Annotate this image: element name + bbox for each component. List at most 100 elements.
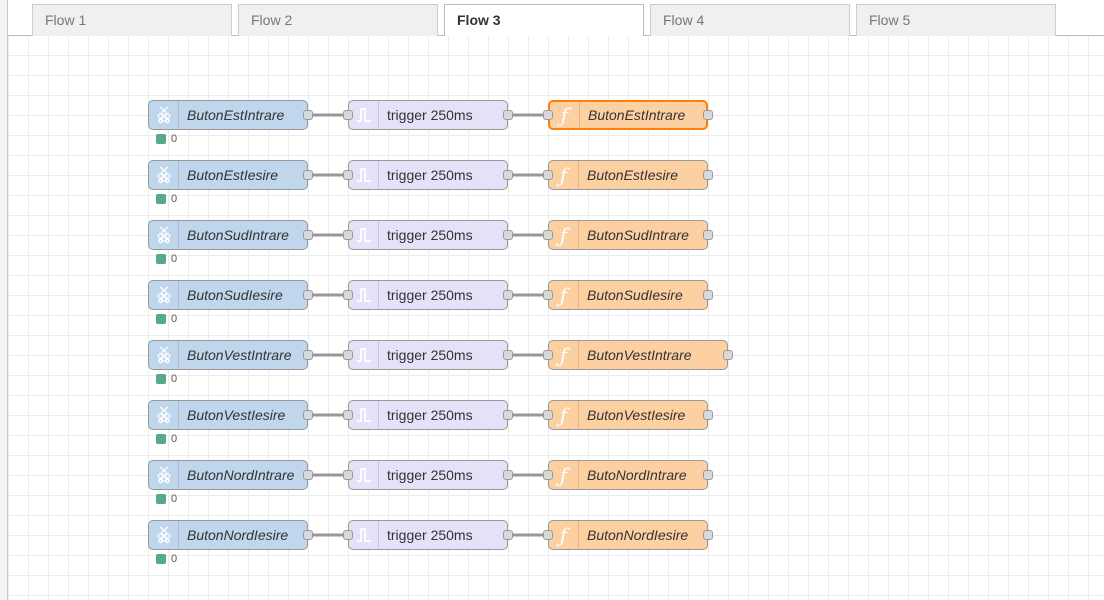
output-port[interactable]	[303, 170, 313, 180]
wires-layer	[312, 113, 543, 537]
function-node[interactable]: ƒ ButonNordIesire	[548, 520, 708, 550]
node-label: ButonSudIesire	[587, 287, 683, 303]
status-text: 0	[171, 253, 178, 265]
output-port[interactable]	[303, 530, 313, 540]
output-port[interactable]	[703, 230, 713, 240]
tab-flow-5[interactable]: Flow 5	[856, 4, 1056, 36]
output-port[interactable]	[303, 350, 313, 360]
input-port[interactable]	[543, 230, 553, 240]
node-label: trigger 250ms	[387, 227, 473, 243]
tab-flow-3[interactable]: Flow 3	[444, 4, 644, 37]
node-label: ButonNordIesire	[187, 527, 289, 543]
rpi-input-node[interactable]: ButonSudIntrare	[148, 220, 308, 250]
trigger-pulse-icon	[349, 401, 379, 429]
trigger-node[interactable]: trigger 250ms	[348, 460, 508, 490]
output-port[interactable]	[303, 230, 313, 240]
input-port[interactable]	[543, 530, 553, 540]
node-label: ButonSudIesire	[187, 287, 283, 303]
node-label: ButonEstIesire	[187, 167, 279, 183]
input-port[interactable]	[343, 110, 353, 120]
output-port[interactable]	[503, 530, 513, 540]
function-icon: ƒ	[549, 521, 579, 549]
input-port[interactable]	[543, 350, 553, 360]
output-port[interactable]	[503, 290, 513, 300]
input-port[interactable]	[543, 290, 553, 300]
rpi-input-node[interactable]: ButonVestIntrare	[148, 340, 308, 370]
rpi-input-node[interactable]: ButonSudIesire	[148, 280, 308, 310]
status-text: 0	[171, 313, 178, 325]
output-port[interactable]	[503, 470, 513, 480]
status-text: 0	[171, 433, 178, 445]
trigger-node[interactable]: trigger 250ms	[348, 280, 508, 310]
node-label: trigger 250ms	[387, 527, 473, 543]
trigger-node[interactable]: trigger 250ms	[348, 100, 508, 130]
trigger-pulse-icon	[349, 521, 379, 549]
input-port[interactable]	[543, 470, 553, 480]
input-port[interactable]	[543, 170, 553, 180]
rpi-input-node[interactable]: ButonEstIesire	[148, 160, 308, 190]
output-port[interactable]	[703, 290, 713, 300]
output-port[interactable]	[703, 410, 713, 420]
node-label: ButonEstIntrare	[187, 107, 285, 123]
flow-workspace[interactable]: ButonEstIntrare trigger 250ms ƒ ButonEstInt…	[8, 36, 1104, 600]
output-port[interactable]	[303, 410, 313, 420]
raspberry-pi-icon	[149, 521, 179, 549]
input-port[interactable]	[543, 110, 553, 120]
output-port[interactable]	[503, 350, 513, 360]
function-node[interactable]: ƒ ButonEstIntrare	[548, 100, 708, 130]
node-label: ButonNordIesire	[587, 527, 689, 543]
input-port[interactable]	[343, 170, 353, 180]
status-text: 0	[171, 493, 178, 505]
tab-flow-4[interactable]: Flow 4	[650, 4, 850, 36]
output-port[interactable]	[703, 110, 713, 120]
node-label: trigger 250ms	[387, 407, 473, 423]
rpi-input-node[interactable]: ButonNordIntrare	[148, 460, 308, 490]
trigger-pulse-icon	[349, 461, 379, 489]
output-port[interactable]	[503, 230, 513, 240]
input-port[interactable]	[343, 230, 353, 240]
input-port[interactable]	[343, 410, 353, 420]
output-port[interactable]	[503, 110, 513, 120]
function-icon: ƒ	[550, 102, 580, 128]
input-port[interactable]	[343, 470, 353, 480]
raspberry-pi-icon	[149, 461, 179, 489]
rpi-input-node[interactable]: ButonNordIesire	[148, 520, 308, 550]
function-node[interactable]: ƒ ButonEstIesire	[548, 160, 708, 190]
status-dot-icon	[156, 434, 166, 444]
node-label: ButonEstIntrare	[588, 107, 686, 123]
input-port[interactable]	[543, 410, 553, 420]
rpi-input-node[interactable]: ButonVestIesire	[148, 400, 308, 430]
function-icon: ƒ	[549, 341, 579, 369]
trigger-node[interactable]: trigger 250ms	[348, 340, 508, 370]
status-dot-icon	[156, 134, 166, 144]
input-port[interactable]	[343, 530, 353, 540]
function-icon: ƒ	[549, 161, 579, 189]
tab-flow-2[interactable]: Flow 2	[238, 4, 438, 36]
output-port[interactable]	[303, 470, 313, 480]
output-port[interactable]	[723, 350, 733, 360]
trigger-node[interactable]: trigger 250ms	[348, 400, 508, 430]
output-port[interactable]	[303, 110, 313, 120]
output-port[interactable]	[503, 170, 513, 180]
tab-flow-1[interactable]: Flow 1	[32, 4, 232, 36]
input-port[interactable]	[343, 350, 353, 360]
node-label: ButonEstIesire	[587, 167, 679, 183]
input-port[interactable]	[343, 290, 353, 300]
trigger-node[interactable]: trigger 250ms	[348, 220, 508, 250]
trigger-node[interactable]: trigger 250ms	[348, 160, 508, 190]
output-port[interactable]	[703, 470, 713, 480]
output-port[interactable]	[503, 410, 513, 420]
output-port[interactable]	[703, 170, 713, 180]
output-port[interactable]	[703, 530, 713, 540]
node-label: ButonSudIntrare	[187, 227, 289, 243]
output-port[interactable]	[303, 290, 313, 300]
trigger-node[interactable]: trigger 250ms	[348, 520, 508, 550]
status-dot-icon	[156, 554, 166, 564]
rpi-input-node[interactable]: ButonEstIntrare	[148, 100, 308, 130]
trigger-pulse-icon	[349, 101, 379, 129]
